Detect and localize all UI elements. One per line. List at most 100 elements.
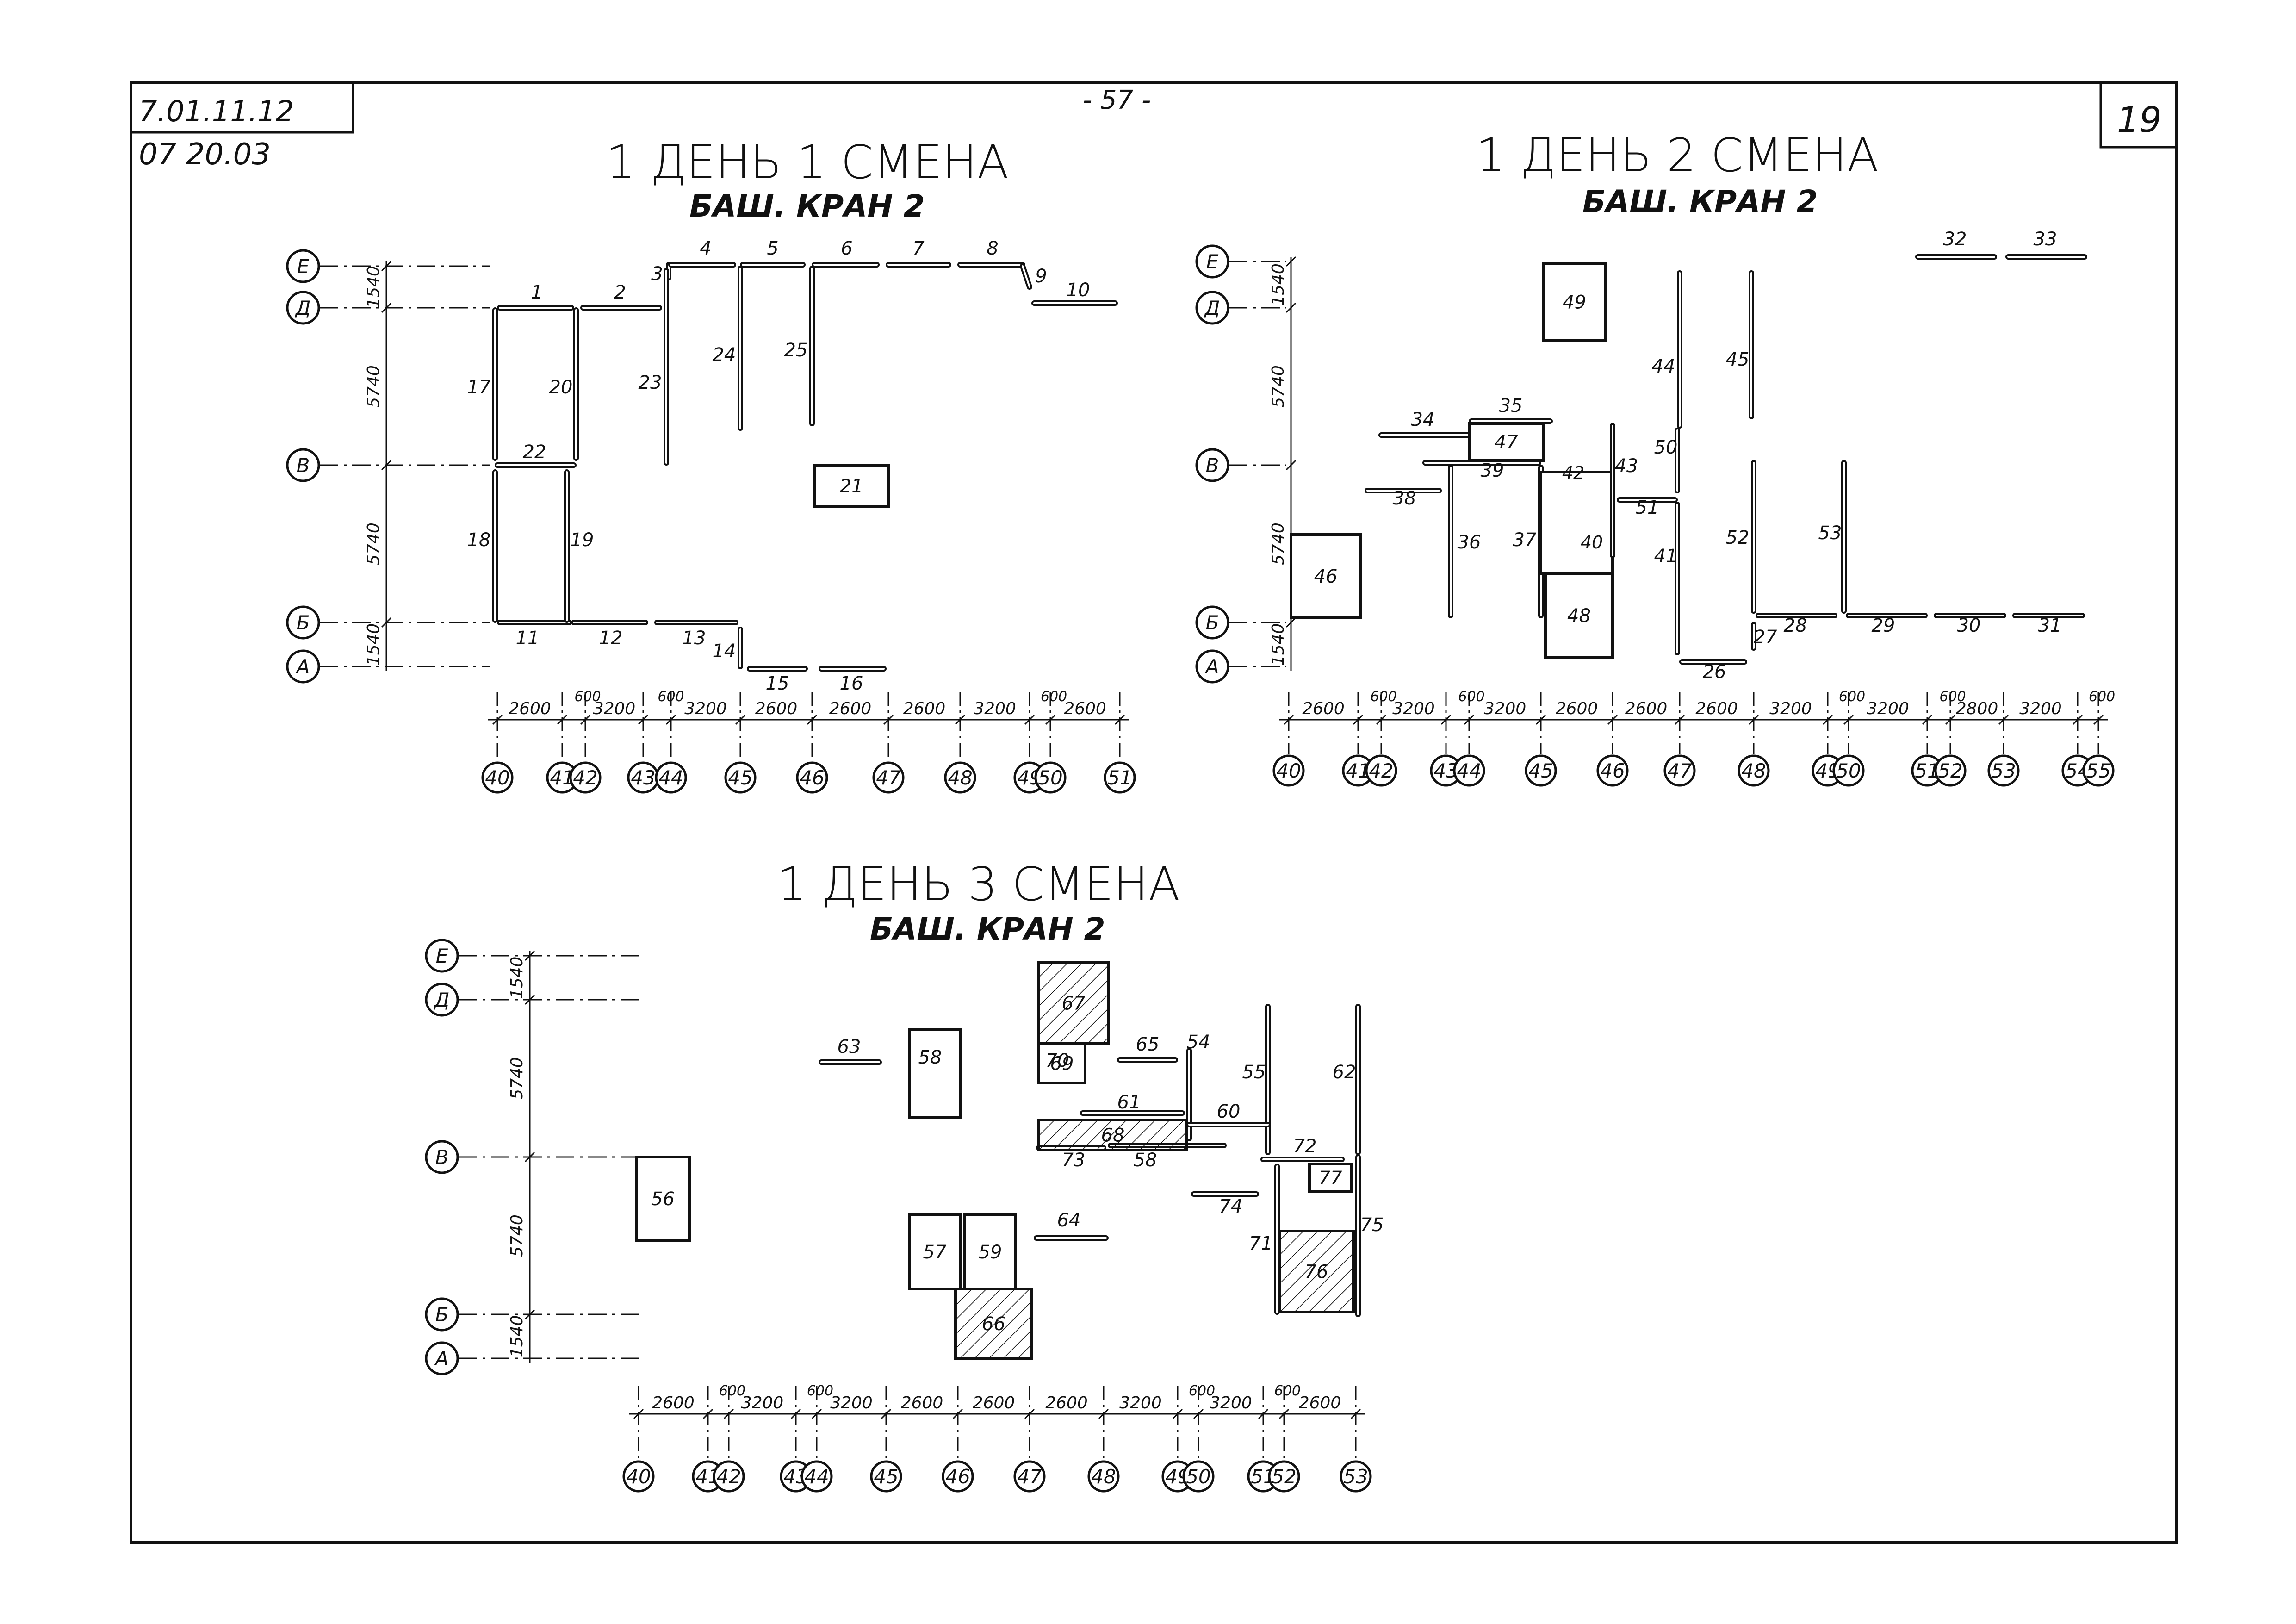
col-dim-tick xyxy=(1607,714,1618,725)
panel-label: 52 xyxy=(1726,527,1750,548)
col-dim-tick xyxy=(735,714,746,725)
col-axis-bubble-label: 50 xyxy=(1038,766,1062,789)
col-dim-tick xyxy=(1945,714,1956,725)
col-axis-bubble xyxy=(2082,754,2115,787)
plan-1-subtitle: БАШ. КРАН 2 xyxy=(689,188,925,224)
col-axis-bubble xyxy=(1832,754,1865,787)
col-dim-tick xyxy=(1998,714,2009,725)
panel-label: 30 xyxy=(1957,615,1981,636)
col-dim-label: 2600 xyxy=(1695,699,1738,718)
panel-label: 4 xyxy=(700,238,711,259)
panel-label: 1 xyxy=(531,282,542,303)
panel-label: 37 xyxy=(1513,529,1537,551)
row-axis-bubble xyxy=(1195,605,1229,640)
row-axis-bubble-label: Б xyxy=(435,1303,449,1326)
panel-label: 15 xyxy=(766,673,789,694)
panel-label: 55 xyxy=(1242,1062,1266,1083)
row-dim-label: 5740 xyxy=(364,523,383,565)
col-axis-bubble xyxy=(622,1460,655,1493)
panel-label: 24 xyxy=(713,344,736,366)
col-dim-label: 600 xyxy=(1189,1383,1215,1399)
col-dim-tick xyxy=(1440,714,1452,725)
sheet-code: 7.01.11.12 xyxy=(139,94,294,128)
col-axis-bubble xyxy=(1987,754,2020,787)
col-axis-bubble xyxy=(1934,754,1967,787)
row-axis-bubble xyxy=(1195,649,1229,684)
col-dim-tick xyxy=(790,1408,801,1419)
col-dim-tick xyxy=(1278,1408,1290,1419)
row-dim-label: 1540 xyxy=(364,623,383,666)
col-dim-tick xyxy=(1172,1408,1183,1419)
row-axis-bubble xyxy=(1195,291,1229,325)
row-axis-bubble xyxy=(286,649,320,684)
col-dim-tick xyxy=(811,1408,822,1419)
slab-block xyxy=(1037,1119,1188,1151)
col-axis-bubble-label: 53 xyxy=(1991,759,2016,782)
col-dim-label: 2600 xyxy=(509,699,551,718)
row-axis-bubble xyxy=(286,291,320,325)
sheet-frame xyxy=(130,81,2178,1544)
row-axis-bubble xyxy=(425,1297,459,1332)
panel-label: 31 xyxy=(2038,615,2062,636)
panel-label: 64 xyxy=(1057,1210,1081,1231)
panel-label: 38 xyxy=(1393,488,1416,509)
panel-label: 3 xyxy=(651,263,663,285)
col-dim-tick xyxy=(1748,714,1759,725)
row-axis-bubble-label: Е xyxy=(297,255,310,278)
panel-label: 2 xyxy=(614,282,626,303)
panel-label: 27 xyxy=(1754,627,1777,648)
col-dim-tick xyxy=(1350,1408,1361,1419)
block-label: 76 xyxy=(1305,1262,1328,1283)
col-axis-bubble-label: 43 xyxy=(631,766,655,789)
block-label: 48 xyxy=(1567,605,1591,627)
row-dim-tick xyxy=(381,617,392,628)
col-dim-label: 2600 xyxy=(1556,699,1598,718)
panel-label: 33 xyxy=(2034,229,2057,250)
col-dim-label: 3200 xyxy=(830,1394,873,1412)
col-dim-tick xyxy=(638,714,649,725)
col-axis-bubble-label: 44 xyxy=(658,766,683,789)
panel-label: 32 xyxy=(1943,229,1967,250)
col-dim-tick xyxy=(1922,714,1933,725)
col-axis-bubble xyxy=(1087,1460,1120,1493)
col-axis-bubble xyxy=(1034,761,1067,794)
col-dim-label: 3200 xyxy=(1119,1394,1162,1412)
col-axis-bubble-label: 53 xyxy=(1343,1465,1368,1488)
col-dim-label: 600 xyxy=(1370,689,1396,705)
col-axis-bubble xyxy=(481,761,514,794)
col-axis-bubble-label: 46 xyxy=(1600,759,1625,782)
col-dim-label: 3200 xyxy=(1392,699,1435,718)
panel-label: 5 xyxy=(767,238,778,259)
col-axis-bubble xyxy=(724,761,757,794)
col-dim-label: 2600 xyxy=(903,699,946,718)
panel-label: 22 xyxy=(523,442,546,463)
col-dim-label: 600 xyxy=(658,689,684,705)
panel-label: 45 xyxy=(1726,349,1750,370)
block-label: 46 xyxy=(1314,566,1338,587)
col-dim-label: 2600 xyxy=(901,1394,943,1412)
col-dim-tick xyxy=(1045,714,1056,725)
col-axis-bubble-label: 48 xyxy=(1741,759,1766,782)
col-axis-bubble xyxy=(1340,1460,1372,1493)
col-dim-label: 600 xyxy=(574,689,601,705)
col-dim-tick xyxy=(2093,714,2104,725)
slab-block xyxy=(908,1213,962,1290)
row-axis-bubble-label: А xyxy=(1204,655,1219,678)
col-axis-bubble-label: 46 xyxy=(945,1465,970,1488)
col-dim-label: 2600 xyxy=(973,1394,1015,1412)
col-axis-bubble xyxy=(1663,754,1696,787)
col-dim-label: 600 xyxy=(719,1383,745,1399)
col-axis-bubble-label: 40 xyxy=(626,1465,651,1488)
col-dim-label: 3200 xyxy=(1867,699,1909,718)
panel-label: 44 xyxy=(1652,356,1675,377)
block-label: 47 xyxy=(1495,432,1518,453)
block-label: 68 xyxy=(1101,1125,1125,1146)
row-axis-bubble xyxy=(425,1140,459,1174)
panel-label: 28 xyxy=(1784,615,1807,636)
row-axis-bubble-label: Б xyxy=(297,611,310,634)
col-axis-bubble xyxy=(942,1460,974,1493)
col-dim-label: 600 xyxy=(1939,689,1966,705)
col-axis-bubble-label: 52 xyxy=(1272,1465,1296,1488)
